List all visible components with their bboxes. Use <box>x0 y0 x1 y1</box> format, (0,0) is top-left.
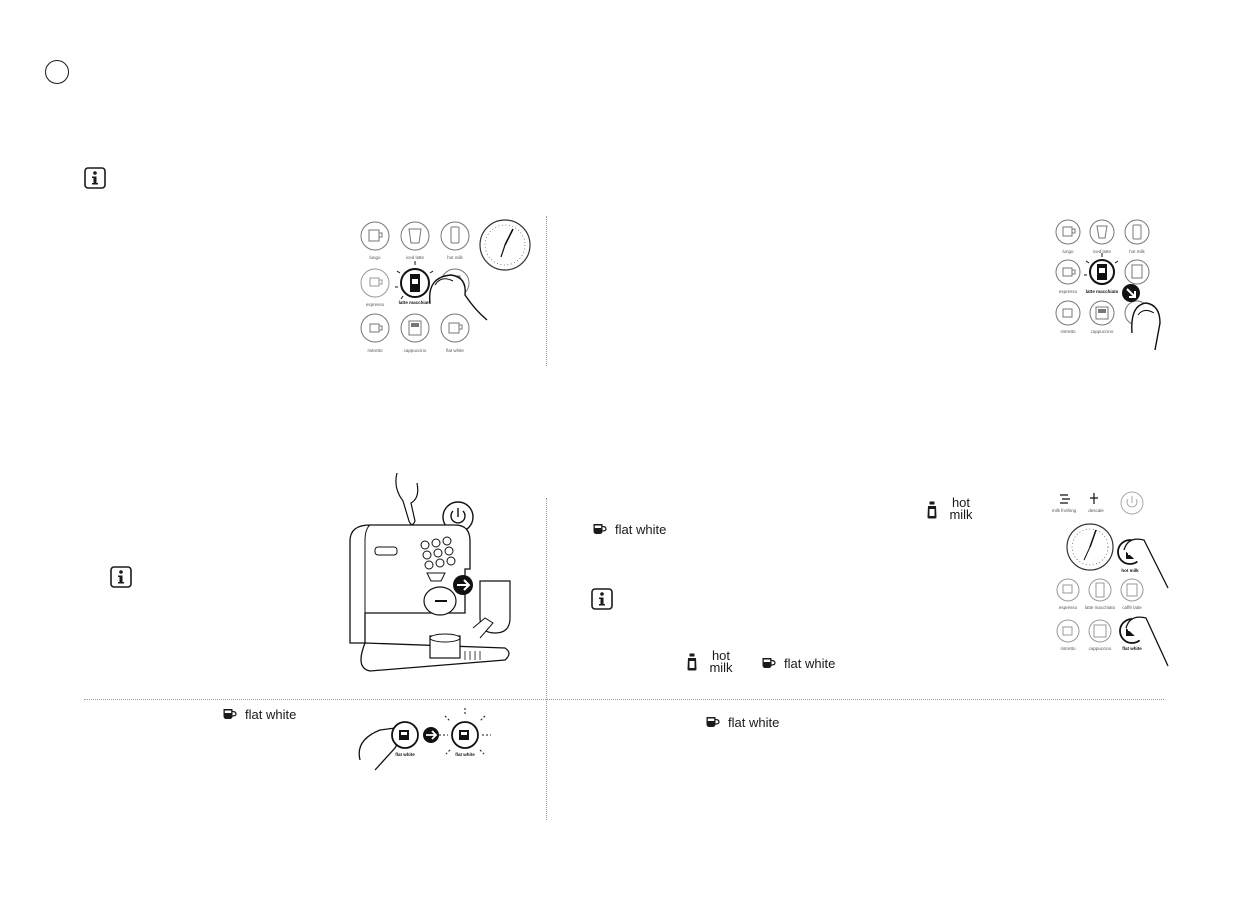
ristretto-button: ristretto <box>360 313 390 353</box>
ristretto-caption: ristretto <box>1060 329 1076 334</box>
flat-white-button-pressed: flat white <box>391 721 419 757</box>
iced-latte-button: iced latte <box>400 221 430 260</box>
flat-white-caption: flat white <box>455 752 475 757</box>
cappuccino-caption: cappuccino <box>1091 329 1114 334</box>
latte-macchiato-button-highlighted: latte macchiato <box>395 261 434 305</box>
lungo-button: lungo <box>360 221 390 260</box>
hot-label: hot <box>951 495 971 510</box>
caffe-latte-caption: caffè latte <box>1122 605 1142 610</box>
hot-label: hot <box>711 648 731 663</box>
hot-milk-caption: hot milk <box>1121 568 1139 573</box>
cappuccino-caption: cappuccino <box>1089 646 1112 651</box>
button-panel-arrow-illustration: lungo iced latte hot milk espresso latte… <box>1055 219 1161 351</box>
divider-vertical-top <box>546 216 547 366</box>
hot-milk-caption: hot milk <box>447 255 463 260</box>
hot-milk-caption: hot milk <box>1129 249 1145 254</box>
flat-white-label: flat white <box>615 522 667 537</box>
flat-white-cup-icon <box>762 658 776 668</box>
descale-caption: descale <box>1088 508 1104 513</box>
cappuccino-button: cappuccino <box>400 313 430 353</box>
ristretto-caption: ristretto <box>1060 646 1076 651</box>
milk-frothing-caption: milk frothing <box>1052 508 1077 513</box>
flat-white-caption: flat white <box>1122 646 1142 651</box>
flat-white-label: flat white <box>728 715 780 730</box>
button-panel-illustration: lungo iced latte hot milk espresso latte… <box>360 219 531 353</box>
divider-vertical-bottom <box>546 498 547 820</box>
flat-white-cup-icon <box>593 524 607 534</box>
espresso-caption: espresso <box>1059 289 1078 294</box>
espresso-caption: espresso <box>1059 605 1078 610</box>
info-icon <box>591 588 613 610</box>
espresso-caption: espresso <box>366 302 385 307</box>
flat-white-cup-icon <box>706 717 720 727</box>
flat-white-label: flat white <box>245 707 297 722</box>
coffee-machine-illustration <box>349 472 511 672</box>
flat-white-button: flat white <box>440 313 470 353</box>
cappuccino-caption: cappuccino <box>404 348 427 353</box>
milk-frothing-icon: milk frothing <box>1052 494 1077 513</box>
latte-macchiato-caption: latte macchiato <box>1085 605 1116 610</box>
iced-latte-caption: iced latte <box>1093 249 1112 254</box>
latte-macchiato-caption: latte macchiato <box>399 300 432 305</box>
milk-label: milk <box>949 507 973 523</box>
flat-white-cup-icon <box>223 709 237 719</box>
latte-macchiato-caption: latte macchiato <box>1086 289 1119 294</box>
ristretto-caption: ristretto <box>367 348 383 353</box>
timer-dial-icon <box>479 219 531 271</box>
control-panel-illustration: milk frothing descale hot milk espresso … <box>1052 491 1169 667</box>
info-icon <box>110 566 132 588</box>
flat-white-button-flashing: flat white <box>439 708 491 757</box>
flat-white-press-illustration: flat white flat white <box>358 708 491 771</box>
descale-icon: descale <box>1088 493 1104 513</box>
lungo-caption: lungo <box>1062 249 1074 254</box>
power-button <box>1120 491 1144 515</box>
arrow-down-right-icon <box>1122 284 1140 302</box>
milk-bottle-icon <box>687 653 697 671</box>
flat-white-caption: flat white <box>446 348 464 353</box>
flat-white-label: flat white <box>784 656 836 671</box>
divider-horizontal <box>84 699 1164 700</box>
milk-bottle-icon <box>927 501 937 519</box>
hot-milk-button: hot milk <box>440 221 470 260</box>
espresso-button: espresso <box>360 268 390 307</box>
arrow-right-icon <box>423 727 439 743</box>
lungo-caption: lungo <box>369 255 381 260</box>
timer-dial-icon <box>1066 523 1114 571</box>
flat-white-caption: flat white <box>395 752 415 757</box>
info-icon <box>84 167 106 189</box>
arrow-right-icon <box>453 575 473 595</box>
iced-latte-caption: iced latte <box>406 255 425 260</box>
step-marker-circle <box>45 60 69 84</box>
milk-label: milk <box>709 660 733 676</box>
